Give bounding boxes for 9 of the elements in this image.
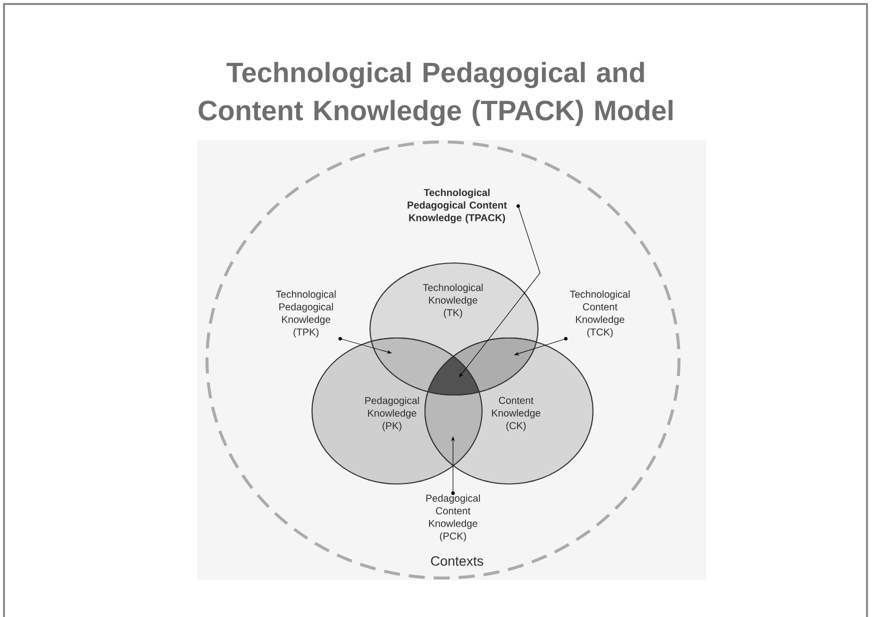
overlap-region	[424, 391, 483, 466]
overlap-region	[370, 337, 454, 392]
title: Technological Pedagogical and Content Knowledge (TPACK) Model	[198, 62, 672, 126]
leader-text: Technological Content Knowledge (TCK)	[570, 290, 630, 338]
leader-text: Technological Pedagogical Knowledge (TPK)	[276, 290, 336, 338]
leader-text: Pedagogical Content Knowledge (PCK)	[426, 494, 480, 542]
overlap-region	[427, 356, 480, 396]
overlap-region	[452, 337, 537, 393]
leader-text: Technological Pedagogical Content Knowledge (TPACK)	[408, 188, 507, 224]
